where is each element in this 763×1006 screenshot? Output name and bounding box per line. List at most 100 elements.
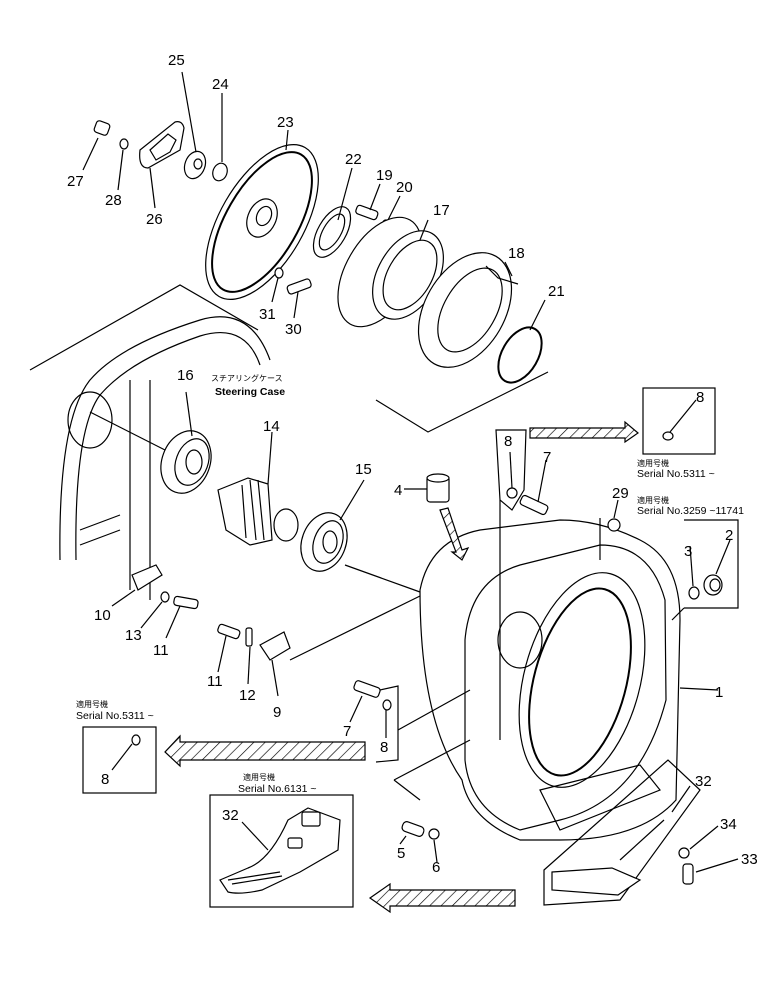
callout-3: 3 — [684, 543, 692, 560]
callout-5: 5 — [397, 845, 405, 862]
washer-8-inset-left — [131, 734, 141, 746]
pin-5 — [401, 821, 425, 837]
callout-32-b: 32 — [222, 807, 239, 824]
callout-25: 25 — [168, 52, 185, 69]
callout-14: 14 — [263, 418, 280, 435]
cap-4 — [426, 473, 450, 503]
bolt-19 — [355, 204, 379, 221]
callout-34: 34 — [720, 816, 737, 833]
serial-note-3259: 適用号機 Serial No.3259 ~11741 — [637, 495, 744, 517]
callout-2: 2 — [725, 527, 733, 544]
inset-box-serial-5311-right — [642, 387, 716, 455]
callout-29: 29 — [612, 485, 629, 502]
callout-15: 15 — [355, 461, 372, 478]
clamp-10 — [131, 564, 163, 591]
inset-box-serial-3259 — [684, 519, 739, 609]
bolt-30 — [286, 278, 312, 295]
shims-18 — [417, 252, 513, 368]
nut-6 — [428, 828, 440, 840]
serial-note-5311-left: 適用号機 Serial No.5311 ~ — [76, 699, 154, 722]
steering-case-outline — [59, 316, 271, 600]
callout-23: 23 — [277, 114, 294, 131]
bolt-33 — [682, 863, 694, 885]
svg-text:Serial No.6131 ~: Serial No.6131 ~ — [238, 783, 317, 795]
callout-8-b: 8 — [380, 739, 388, 756]
bearing-16 — [160, 430, 212, 494]
plug-2 — [703, 574, 723, 596]
bolt-27 — [93, 120, 111, 136]
callout-11-b: 11 — [207, 673, 223, 690]
ring-24 — [212, 162, 228, 182]
callout-17: 17 — [433, 202, 450, 219]
bolt-7-b — [353, 680, 381, 698]
pin-12 — [245, 627, 253, 647]
inset-box-serial-5311-left — [82, 726, 157, 794]
callout-9: 9 — [273, 704, 281, 721]
washer-13 — [160, 591, 170, 603]
callout-31: 31 — [259, 306, 276, 323]
bolt-7-a — [519, 494, 549, 516]
callout-12: 12 — [239, 687, 256, 704]
callout-30: 30 — [285, 321, 302, 338]
serial-note-5311-right: 適用号機 Serial No.5311 ~ — [637, 458, 715, 480]
svg-text:適用号機: 適用号機 — [637, 495, 669, 505]
callout-16: 16 — [177, 367, 194, 384]
bearing-15 — [300, 512, 348, 572]
callout-22: 22 — [345, 151, 362, 168]
serial-note-6131: 適用号機 Serial No.6131 ~ — [238, 772, 317, 795]
svg-text:適用号機: 適用号機 — [243, 772, 275, 782]
callout-10: 10 — [94, 607, 111, 624]
washer-31 — [274, 267, 284, 279]
callout-4: 4 — [394, 482, 402, 499]
callout-27: 27 — [67, 173, 84, 190]
svg-text:Serial No.3259 ~11741: Serial No.3259 ~11741 — [637, 505, 744, 517]
svg-text:スチアリングケース: スチアリングケース — [211, 373, 283, 383]
washer-8-b — [382, 699, 392, 711]
callout-32-a: 32 — [695, 773, 712, 790]
svg-text:Serial No.5311 ~: Serial No.5311 ~ — [637, 468, 715, 480]
callout-8-inset-right: 8 — [696, 389, 704, 406]
callout-21: 21 — [548, 283, 565, 300]
callout-11-a: 11 — [153, 642, 169, 659]
arrow-down — [439, 507, 470, 561]
callout-1: 1 — [715, 684, 723, 701]
pinion-shaft-14 — [217, 477, 299, 546]
seal-25 — [183, 150, 207, 180]
callout-18: 18 — [508, 245, 525, 262]
callout-26: 26 — [146, 211, 163, 228]
callout-24: 24 — [212, 76, 229, 93]
svg-text:Serial No.5311 ~: Serial No.5311 ~ — [76, 710, 154, 722]
o-ring-3 — [688, 586, 700, 600]
bearing-22 — [312, 206, 352, 258]
callout-8-inset-left: 8 — [101, 771, 109, 788]
guard-32 — [543, 759, 701, 906]
arrow-left-upper — [164, 734, 366, 768]
gasket-26 — [139, 121, 185, 169]
plug-29 — [607, 518, 621, 532]
callout-8-a: 8 — [504, 433, 512, 450]
steering-case-label: スチアリングケース Steering Case — [211, 373, 285, 398]
callout-19: 19 — [376, 167, 393, 184]
callout-numbers: 1 2 3 4 5 6 7 7 8 8 8 8 9 10 11 11 12 13… — [67, 52, 758, 876]
inset-box-serial-6131 — [209, 794, 354, 908]
svg-text:適用号機: 適用号機 — [637, 458, 669, 468]
guard-32-inset — [219, 807, 341, 894]
main-housing-1 — [419, 519, 681, 841]
svg-text:適用号機: 適用号機 — [76, 699, 108, 709]
callout-13: 13 — [125, 627, 142, 644]
callout-7-b: 7 — [343, 723, 351, 740]
callout-28: 28 — [105, 192, 122, 209]
washer-28 — [119, 138, 129, 150]
callout-20: 20 — [396, 179, 413, 196]
washer-34 — [678, 847, 690, 859]
washer-8-inset-right — [662, 431, 674, 441]
callout-33: 33 — [741, 851, 758, 868]
arrow-left-lower — [368, 882, 516, 914]
callout-6: 6 — [432, 859, 440, 876]
bracket-9 — [259, 631, 291, 661]
callout-7-a: 7 — [543, 449, 551, 466]
housing-17 — [337, 216, 444, 328]
o-ring-21 — [497, 326, 543, 384]
arrow-right — [529, 420, 639, 444]
